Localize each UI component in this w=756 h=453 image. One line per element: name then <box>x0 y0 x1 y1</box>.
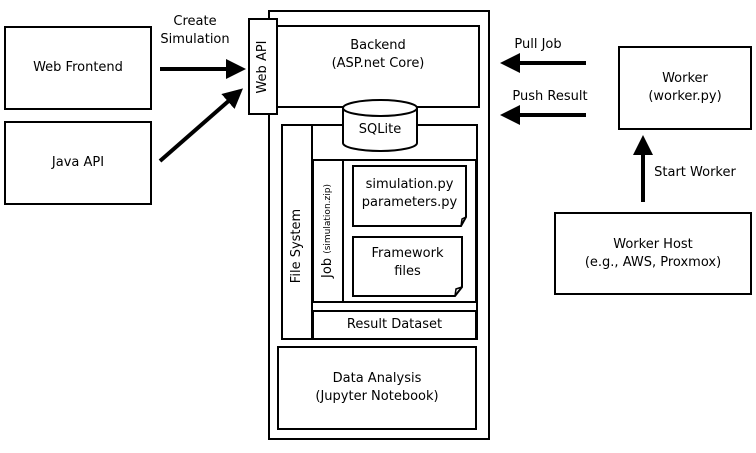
worker-box <box>618 46 752 130</box>
simulation-files-document <box>352 165 467 227</box>
pull-job-label: Pull Job <box>514 37 562 52</box>
sqlite-cylinder <box>342 99 418 152</box>
job-column <box>312 159 344 303</box>
web-frontend-label: Web Frontend <box>33 60 123 75</box>
worker-host-box <box>554 212 752 295</box>
framework-files-document <box>352 236 463 297</box>
simulation-files-label: simulation.py parameters.py <box>361 177 458 210</box>
framework-files-label: Framework files <box>371 246 444 279</box>
start-worker-label: Start Worker <box>654 165 736 180</box>
data-analysis-label: Data Analysis (Jupyter Notebook) <box>315 371 439 404</box>
worker-label: Worker (worker.py) <box>648 71 722 104</box>
backend-box <box>276 25 480 108</box>
create-simulation-label: Create Simulation <box>160 14 230 47</box>
java-api-label: Java API <box>51 155 105 170</box>
arrow-javaapi-to-webapi <box>158 88 244 163</box>
data-analysis-box <box>277 346 477 430</box>
web-frontend-box <box>4 26 152 110</box>
java-api-box <box>4 121 152 205</box>
result-dataset-box <box>312 310 477 340</box>
push-result-label: Push Result <box>512 89 588 104</box>
worker-host-label: Worker Host (e.g., AWS, Proxmox) <box>584 236 722 270</box>
sqlite-label: SQLite <box>358 122 402 137</box>
result-dataset-label: Result Dataset <box>346 317 443 332</box>
backend-label: Backend (ASP.net Core) <box>331 38 425 71</box>
